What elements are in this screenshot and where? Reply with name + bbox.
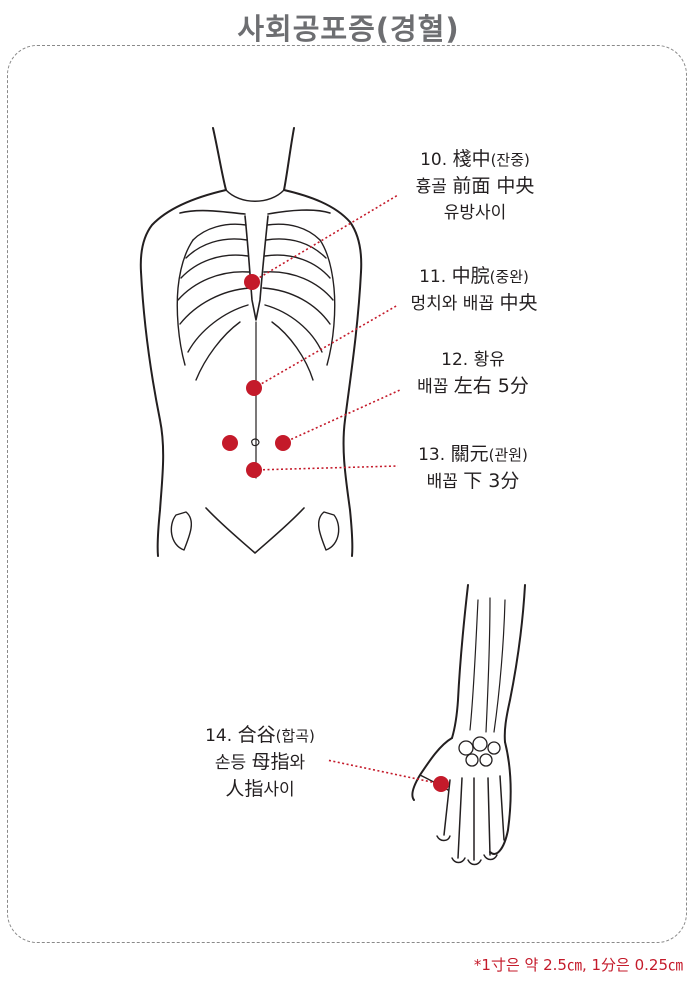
- point-location-hanja-2: 人指: [225, 778, 264, 800]
- acupoint-11-marker: [246, 380, 262, 396]
- point-location: 배꼽: [426, 472, 458, 492]
- point-location-hanja: 左右 5分: [453, 375, 529, 397]
- acupoint-11-label: 11. 中脘(중완) 멍치와 배꼽 中央: [384, 263, 564, 317]
- point-reading: (중완): [489, 268, 529, 286]
- point-name: 황유: [473, 350, 505, 370]
- acupoint-14-label: 14. 合谷(합곡) 손등 母指와 人指사이: [180, 722, 340, 803]
- point-reading: (합곡): [275, 727, 315, 745]
- point-number: 10.: [420, 150, 448, 170]
- acupoint-10-marker: [244, 274, 260, 290]
- acupoint-10-label: 10. 棧中(잔중) 흉골 前面 中央 유방사이: [390, 146, 560, 226]
- point-hanja: 合谷: [237, 724, 276, 746]
- hand-illustration: [411, 584, 526, 866]
- point-hanja: 關元: [450, 443, 489, 465]
- point-location-joiner: 와: [289, 753, 306, 773]
- acupoint-12-left-marker: [222, 435, 238, 451]
- torso-illustration: [139, 127, 363, 557]
- point-location: 배꼽: [417, 377, 449, 397]
- acupoints: [222, 274, 449, 792]
- point-number: 14.: [205, 726, 233, 746]
- point-reading: (관원): [488, 446, 528, 464]
- acupoint-14-marker: [433, 776, 449, 792]
- acupoint-12-label: 12. 황유 배꼽 左右 5分: [393, 347, 553, 400]
- point-number: 12.: [441, 350, 469, 370]
- point-location-hanja: 中央: [499, 292, 538, 314]
- point-reading: (잔중): [490, 151, 530, 169]
- point-location-hanja: 下 3分: [463, 470, 520, 492]
- point-location-detail: 유방사이: [443, 203, 507, 223]
- page-title: 사회공포증(경혈): [237, 12, 460, 46]
- unit-footnote: *1寸은 약 2.5㎝, 1分은 0.25㎝: [473, 956, 683, 974]
- point-location: 멍치와 배꼽: [410, 294, 495, 314]
- point-location-hanja: 母指: [251, 751, 290, 773]
- point-location: 흉골: [415, 177, 447, 197]
- point-hanja: 棧中: [452, 148, 491, 170]
- leader-lines: [251, 194, 442, 785]
- acupoint-13-marker: [246, 462, 262, 478]
- point-location: 손등: [214, 753, 247, 773]
- point-location-detail: 사이: [263, 780, 295, 800]
- point-number: 11.: [419, 267, 447, 287]
- acupoint-12-right-marker: [275, 435, 291, 451]
- point-hanja: 中脘: [451, 265, 490, 287]
- acupoint-13-label: 13. 關元(관원) 배꼽 下 3分: [388, 441, 558, 495]
- point-location-hanja: 前面 中央: [452, 175, 535, 197]
- point-number: 13.: [418, 445, 446, 465]
- content-panel: [7, 45, 687, 943]
